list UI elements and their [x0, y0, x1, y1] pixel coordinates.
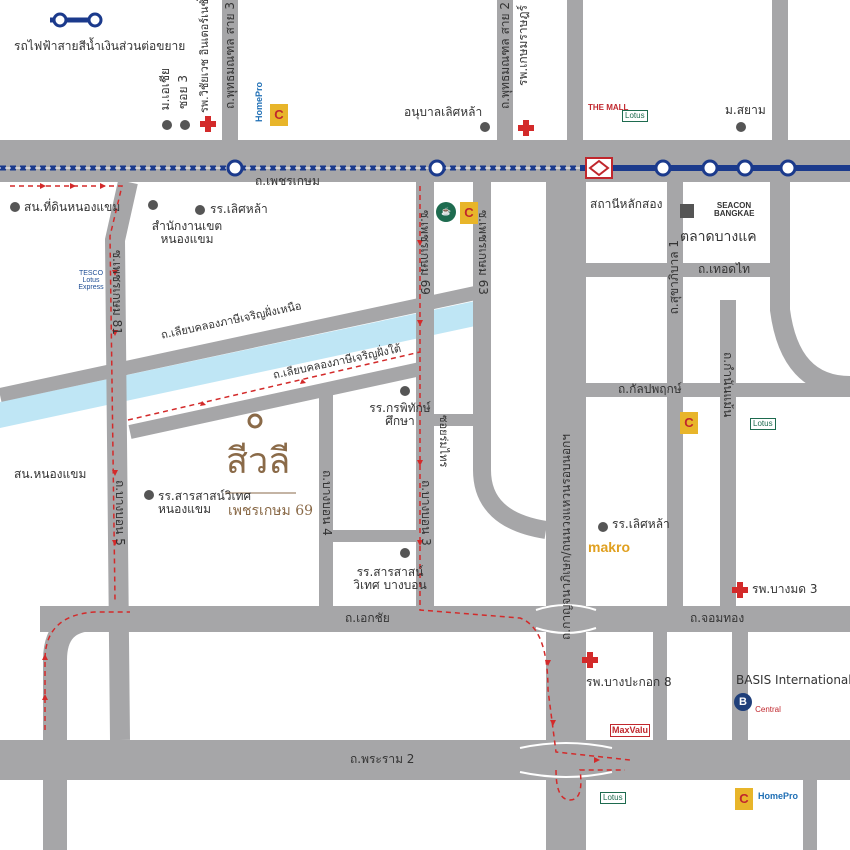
- poi-dot: [400, 386, 410, 396]
- label-phetkasem63: ซ.เพชรเกษม 63: [476, 210, 491, 295]
- legend-rail-icon: [50, 12, 103, 28]
- tesco-express-logo: TESCO Lotus Express: [78, 270, 104, 291]
- interchange: [519, 604, 613, 778]
- poi-dot: [10, 202, 20, 212]
- place-hosp-vichaiyut: รพ.วิชัยเวช อินเตอร์เนชั่นแนล: [198, 0, 211, 113]
- lotus-logo-3: Lotus: [600, 792, 626, 804]
- station-5: [736, 159, 754, 177]
- label-rama2: ถ.พระราม 2: [350, 752, 415, 766]
- lotus-logo-2: Lotus: [750, 418, 776, 430]
- poi-dot: [598, 522, 608, 532]
- label-kamnanmaen: ถ.กำนันแม้น: [721, 352, 736, 418]
- poi-dot: [144, 490, 154, 500]
- road-canal-south: [128, 361, 427, 439]
- label-soi-romsai: ซอยร่มไทร: [437, 415, 451, 468]
- place-myw: ม.เอเชีย: [158, 68, 172, 111]
- poi-dot: [400, 548, 410, 558]
- label-phetkasem69: ซ.เพชรเกษม 69: [418, 210, 433, 295]
- place-talad-bangkhae: ตลาดบางแค: [680, 229, 757, 245]
- place-police-nongkhaem: สน.ที่ดินหนองแขม: [24, 200, 121, 214]
- homepro-logo-2: HomePro: [758, 791, 799, 801]
- maxvalu-logo: MaxValu: [610, 724, 651, 737]
- brand-subtitle: เพชรเกษม 69: [228, 503, 314, 519]
- label-phutthamonthon-3: ถ.พุทธมณฑล สาย 3: [223, 2, 237, 109]
- brand-name: สีวลี: [226, 441, 291, 482]
- road-ekkachai: [40, 606, 850, 632]
- station-4: [701, 159, 719, 177]
- place-m-siam: ม.สยาม: [725, 103, 766, 117]
- poi-dot: [480, 122, 490, 132]
- road-phetkasem63: [473, 182, 548, 539]
- makro-logo: makro: [588, 539, 631, 555]
- interchange-station-icon: [585, 157, 613, 179]
- road-rama2: [0, 740, 850, 780]
- place-rr-saras-nongkhaem: รร.สารสาสน์วิเทศ หนองแขม: [158, 489, 252, 517]
- station-3: [654, 159, 672, 177]
- road-kamnanmaen: [720, 300, 748, 740]
- place-rr-saras-bangbon: รร.สารสาสน์วิเทศ บางบอน: [353, 565, 427, 593]
- place-hosp-bangmod3: รพ.บางมด 3: [752, 582, 818, 596]
- station-1: [226, 159, 244, 177]
- road-phetkasem81: [104, 179, 138, 741]
- road-left-curve: [43, 607, 130, 850]
- central-logo: Central: [755, 705, 781, 714]
- place-rr-lertlah2: รร.เลิศหล้า: [612, 517, 670, 531]
- label-thoetthai: ถ.เทอดไท: [698, 262, 751, 276]
- label-phetkasem: ถ.เพชรเกษม: [255, 174, 320, 188]
- road-right-curve: [770, 182, 850, 396]
- road-canal-north: [0, 285, 482, 402]
- homepro-logo: HomePro: [254, 82, 264, 123]
- label-phetkasem81: ซ.เพชรเกษม 81: [110, 250, 125, 335]
- poi-dot: [736, 122, 746, 132]
- bigc-logo-3: C: [680, 412, 698, 434]
- starbucks-icon: ☕: [436, 202, 456, 222]
- place-rr-kraphatthak: รร.กรพิทักษ์ศึกษา: [369, 401, 431, 429]
- place-hosp-kasem: รพ.เกษมราษฎร์: [516, 5, 530, 86]
- label-bangbon4: ถ.บางบอน 4: [320, 470, 335, 536]
- place-rr-lertlah: รร.เลิศหล้า: [210, 202, 268, 216]
- poi-dot: [162, 120, 172, 130]
- poi-dot: [148, 200, 158, 210]
- seacon-logo: SEACON BANGKAE: [714, 201, 755, 218]
- place-basis: BASIS International: [736, 673, 850, 687]
- label-ekkachai: ถ.เอกชัย: [345, 611, 390, 625]
- label-phutthamonthon-2: ถ.พุทธมณฑล สาย 2: [498, 2, 512, 109]
- themall-logo: THE MALL: [588, 103, 629, 112]
- basis-logo: B: [734, 693, 752, 711]
- hospital-icon: [732, 582, 748, 598]
- rail-stations: [226, 159, 797, 177]
- label-kanchanaphisek: ถ.กาญจนาภิเษก/ถนนวงแหวนรอบนอกฯ: [559, 433, 573, 640]
- lotus-logo: Lotus: [622, 110, 648, 122]
- label-kanlapaphruek: ถ.กัลปพฤกษ์: [618, 382, 682, 396]
- project-pin-icon: [247, 413, 263, 429]
- route-arrows: [40, 183, 600, 763]
- hospital-icon: [518, 120, 534, 136]
- label-chomthong: ถ.จอมทอง: [690, 611, 745, 625]
- label-sukhapiban1: ถ.สุขาภิบาล 1: [667, 240, 681, 315]
- place-hosp-bangpakok8: รพ.บางปะกอก 8: [586, 675, 672, 689]
- place-station-laksong: สถานีหลักสอง: [590, 197, 663, 211]
- label-bangbon3: ถ.บางบอน 3: [419, 480, 434, 546]
- poi-dot: [195, 205, 205, 215]
- bigc-logo-2: C: [460, 202, 478, 224]
- place-anuban-lertlah: อนุบาลเลิศหล้า: [404, 105, 483, 119]
- station-6: [779, 159, 797, 177]
- station-2: [428, 159, 446, 177]
- bigc-logo: C: [270, 104, 288, 126]
- hospital-icon: [200, 116, 216, 132]
- hospital-icon: [582, 652, 598, 668]
- seacon-icon: [680, 204, 694, 218]
- legend-label: รถไฟฟ้าสายสีน้ำเงินส่วนต่อขยาย: [14, 39, 186, 53]
- poi-dot: [180, 120, 190, 130]
- place-sn-nongkhaem: สน.หนองแขม: [14, 467, 87, 481]
- place-soi3: ซอย 3: [176, 75, 190, 109]
- road-phetkasem: [0, 140, 850, 182]
- label-bangbon5: ถ.บางบอน 5: [113, 480, 128, 546]
- place-district-office: สำนักงานเขตหนองแขม: [151, 219, 223, 247]
- bigc-logo-4: C: [735, 788, 753, 810]
